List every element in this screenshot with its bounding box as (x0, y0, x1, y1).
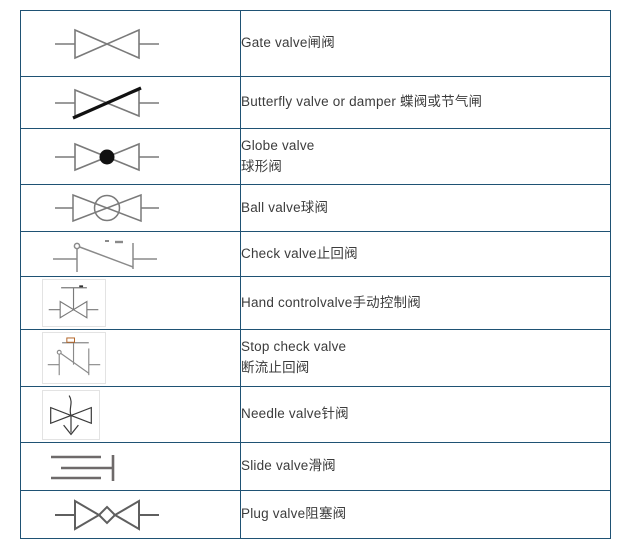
valve-symbols-table: Gate valve闸阀 (20, 10, 611, 539)
description-cell: Needle valve针阀 (240, 386, 611, 443)
symbol-cell (20, 10, 241, 77)
symbol-cell (20, 184, 241, 232)
needle-valve-symbol (42, 389, 100, 440)
row-label-line: Slide valve滑阀 (241, 458, 336, 474)
table-row: Needle valve针阀 (20, 386, 611, 443)
table-row: Butterfly valve or damper 蝶阀或节气闸 (20, 76, 611, 129)
description-cell: Gate valve闸阀 (240, 10, 611, 77)
row-label-line: Butterfly valve or damper 蝶阀或节气闸 (241, 94, 483, 110)
plug-valve-symbol (43, 495, 240, 535)
row-label-line: Stop check valve (241, 339, 347, 355)
row-label-line: Check valve止回阀 (241, 245, 358, 261)
slide-valve-symbol (43, 449, 240, 485)
description-cell: Slide valve滑阀 (240, 442, 611, 491)
symbol-cell (20, 231, 241, 277)
hand-control-valve-symbol (42, 279, 106, 327)
row-label-line: 球形阀 (241, 158, 283, 174)
description-cell: Hand controlvalve手动控制阀 (240, 276, 611, 330)
description-cell: Plug valve阻塞阀 (240, 490, 611, 539)
symbol-cell (20, 76, 241, 129)
row-label-line: Needle valve针阀 (241, 406, 349, 422)
table-row: Gate valve闸阀 (20, 10, 611, 77)
row-label-line: Hand controlvalve手动控制阀 (241, 294, 421, 310)
row-label-line: Gate valve闸阀 (241, 35, 335, 51)
table-row: Ball valve球阀 (20, 184, 611, 232)
table-row: Stop check valve 断流止回阀 (20, 329, 611, 387)
symbol-cell (20, 442, 241, 491)
table-row: Check valve止回阀 (20, 231, 611, 277)
symbol-cell (20, 329, 241, 387)
description-cell: Butterfly valve or damper 蝶阀或节气闸 (240, 76, 611, 129)
table-row: Slide valve滑阀 (20, 442, 611, 491)
description-cell: Globe valve 球形阀 (240, 128, 611, 185)
row-label-line: Globe valve (241, 137, 315, 153)
description-cell: Ball valve球阀 (240, 184, 611, 232)
symbol-cell (20, 386, 241, 443)
row-label-line: 断流止回阀 (241, 360, 310, 375)
description-cell: Stop check valve 断流止回阀 (240, 329, 611, 387)
symbol-cell (20, 490, 241, 539)
table-row: Globe valve 球形阀 (20, 128, 611, 185)
symbol-cell (20, 128, 241, 185)
globe-valve-symbol (43, 135, 240, 179)
stop-check-valve-symbol (42, 332, 106, 384)
check-valve-symbol (43, 233, 240, 275)
butterfly-valve-symbol (43, 82, 240, 124)
table-row: Hand controlvalve手动控制阀 (20, 276, 611, 330)
description-cell: Check valve止回阀 (240, 231, 611, 277)
row-label-line: Plug valve阻塞阀 (241, 506, 347, 522)
ball-valve-symbol (43, 188, 240, 228)
valve-symbols-table-body: Gate valve闸阀 (20, 10, 611, 539)
gate-valve-symbol (43, 21, 240, 67)
table-row: Plug valve阻塞阀 (20, 490, 611, 539)
symbol-cell (20, 276, 241, 330)
row-label-line: Ball valve球阀 (241, 199, 329, 215)
